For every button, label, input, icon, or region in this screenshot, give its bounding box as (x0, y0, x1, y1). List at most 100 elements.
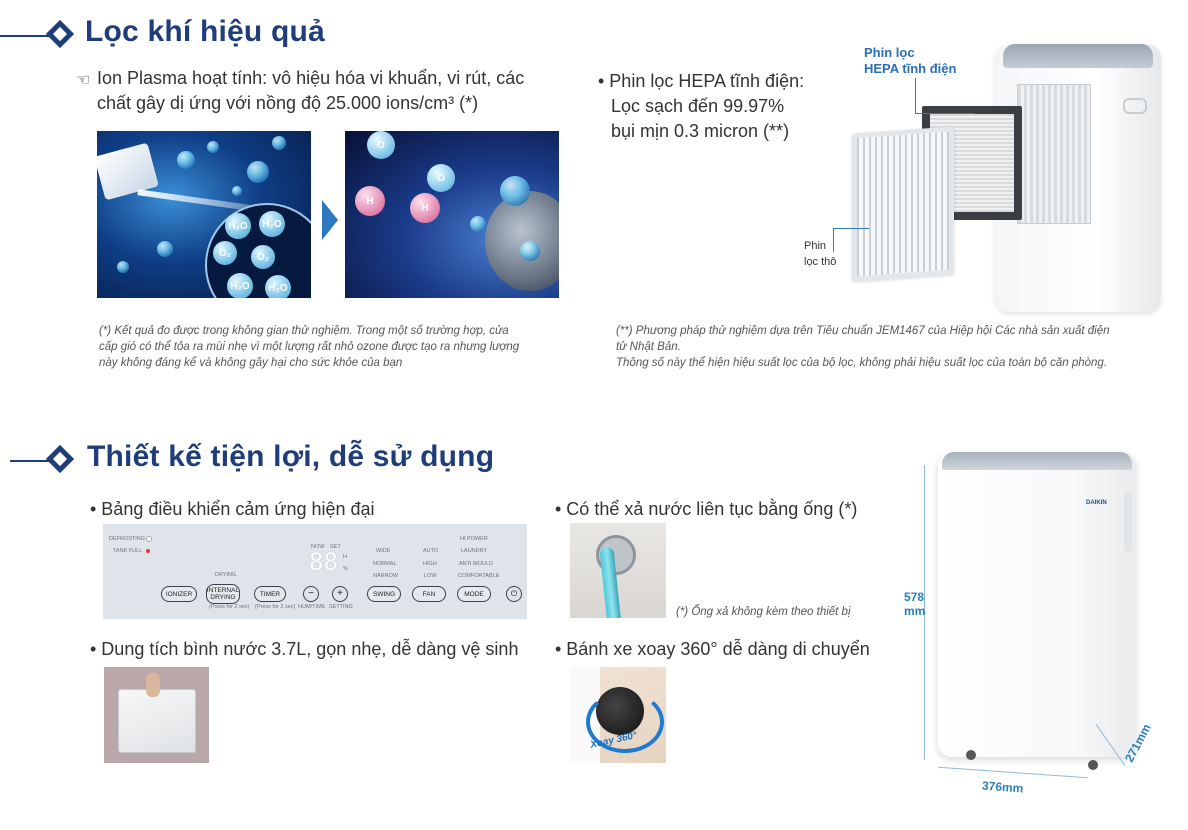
handle (1123, 98, 1147, 114)
molecule: H₂O (227, 273, 253, 298)
unit-pct: % (343, 566, 348, 572)
brand-text: DAIKIN (1086, 500, 1107, 506)
digital-display: 88 (309, 548, 338, 576)
section2-title-line (10, 460, 50, 462)
drying-label: DRYING (215, 572, 237, 578)
dim-height-value: 578 (904, 590, 925, 604)
unit-h: H (343, 554, 347, 560)
top-panel (942, 452, 1132, 470)
wheel-image: Xoay 360° (570, 667, 666, 763)
note-right-3: Thông số này thể hiện hiệu suất lọc của … (616, 357, 1108, 369)
label-coarse-2: lọc thô (804, 256, 837, 268)
ion-plasma-image-left: H₂O H₂O O₂ O₂ H₂O H₂O (97, 131, 311, 298)
wheel-right (1088, 760, 1098, 770)
section1-title: Lọc khí hiệu quả (85, 15, 325, 48)
fan-auto: AUTO (423, 548, 439, 554)
mode-button[interactable]: MODE (457, 586, 491, 602)
ion-plasma-image-right: O O H H (345, 131, 559, 298)
note-right-2: tử Nhật Bản. (616, 341, 681, 353)
rear-grille (1017, 84, 1091, 224)
swing-wide: WIDE (376, 548, 391, 554)
section2-diamond-icon (45, 444, 75, 474)
bullet-wheel: • Bánh xe xoay 360° dễ dàng di chuyển (555, 639, 870, 659)
now-label: NOW (311, 544, 325, 550)
brand-logo: DAIKIN (1086, 500, 1107, 506)
top-cap (1003, 44, 1153, 68)
label-hepa-1: Phin lọc (864, 45, 915, 60)
press-2sec-label-1: (Press for 2 sec) (209, 604, 250, 610)
drain-note: (*) Ống xả không kèm theo thiết bị (676, 606, 851, 618)
hepa-text-1: • Phin lọc HEPA tĩnh điện: (598, 71, 805, 91)
dim-width-value: 376mm (981, 778, 1024, 796)
section2-title: Thiết kế tiện lợi, dễ sử dụng (87, 440, 495, 473)
bullet-panel: • Bảng điều khiển cảm ứng hiện đại (90, 499, 375, 519)
hepa-text-3: bụi mịn 0.3 micron (**) (611, 121, 790, 141)
ionizer-button[interactable]: IONIZER (161, 586, 197, 602)
internal-label-1: INTERNAL (206, 587, 240, 594)
swing-normal: NORMAL (373, 561, 397, 567)
hepa-text-2: Lọc sạch đến 99.97% (611, 96, 785, 116)
fan-high: HIGH (423, 561, 437, 567)
dehumidifier-unit: DAIKIN (938, 452, 1136, 757)
molecule: H (410, 193, 440, 223)
internal-drying-button[interactable]: INTERNAL DRYING (206, 584, 240, 604)
coarse-filter (852, 126, 954, 282)
note-left-2: cấp gió có thể tỏa ra mùi nhẹ vì một lượ… (99, 341, 520, 353)
hand-pointer-icon: ☜ (76, 72, 91, 89)
virus-cluster (485, 191, 559, 291)
mode-hi-power: HI POWER (460, 536, 488, 542)
minus-button[interactable]: − (303, 586, 319, 602)
rotate-arrow (586, 691, 664, 753)
swing-button[interactable]: SWING (367, 586, 401, 602)
arrow-right-icon (322, 200, 338, 240)
section1-diamond-icon (45, 19, 75, 49)
molecule: O₂ (213, 241, 237, 265)
label-hepa-2: HEPA tĩnh điện (864, 61, 957, 76)
bullet-tank: • Dung tích bình nước 3.7L, gọn nhẹ, dễ … (90, 639, 519, 659)
molecule: O₂ (251, 245, 275, 269)
setting-label: SETTING (329, 604, 353, 610)
mode-laundry: LAUNDRY (461, 548, 488, 554)
molecule: O (367, 131, 395, 159)
note-right-1: (**) Phương pháp thử nghiệm dựa trên Tiê… (616, 325, 1110, 337)
molecule: O (427, 164, 455, 192)
magnifier-circle: H₂O H₂O O₂ O₂ H₂O H₂O (205, 203, 311, 298)
molecule: H₂O (259, 211, 285, 237)
fan-low: LOW (424, 573, 437, 579)
wheel-left (966, 750, 976, 760)
leader-hepa (915, 78, 916, 114)
press-2sec-label-2: (Press for 2 sec) (255, 604, 296, 610)
fan-button[interactable]: FAN (412, 586, 446, 602)
section1-title-line (0, 35, 50, 37)
defrosting-label: DEFROSTING (109, 536, 146, 542)
note-left-1: (*) Kết quả đo được trong không gian thử… (99, 325, 509, 337)
leader-hepa-h (915, 113, 975, 114)
plus-button[interactable]: + (332, 586, 348, 602)
power-button[interactable]: ⏻ (506, 586, 522, 602)
dehumidifier-back (995, 44, 1161, 312)
molecule: H₂O (265, 275, 291, 298)
molecule: H (355, 186, 385, 216)
dim-height-unit: mm (904, 604, 926, 618)
leader-coarse (833, 228, 869, 229)
internal-label-2: DRYING (210, 594, 236, 601)
tank-full-label: TANK FULL (113, 548, 143, 554)
timer-button[interactable]: TIMER (254, 586, 286, 602)
water-tank-image (104, 667, 209, 763)
set-label: SET (330, 544, 341, 550)
molecule: H₂O (225, 213, 251, 239)
drain-hose-image (570, 523, 666, 618)
control-panel: DEFROSTING TANK FULL DRYING NOW SET 88 H… (103, 524, 527, 619)
mode-comfortable: COMFORTABLE (458, 573, 500, 579)
label-coarse-1: Phin (804, 240, 827, 252)
ion-plasma-text-1: Ion Plasma hoạt tính: vô hiệu hóa vi khu… (97, 68, 525, 88)
side-handle (1124, 492, 1132, 552)
bullet-drain: • Có thể xả nước liên tục bằng ống (*) (555, 499, 858, 519)
note-left-3: này không đáng kể và không gây hại cho s… (99, 357, 403, 369)
hum-time-label: HUM/TIME (298, 604, 326, 610)
dim-height-line (924, 465, 925, 760)
leader-coarse-v (833, 228, 834, 252)
dim-width-line (938, 766, 1088, 779)
swing-narrow: NARROW (373, 573, 399, 579)
mode-anti-mould: ANTI MOULD (459, 561, 493, 567)
